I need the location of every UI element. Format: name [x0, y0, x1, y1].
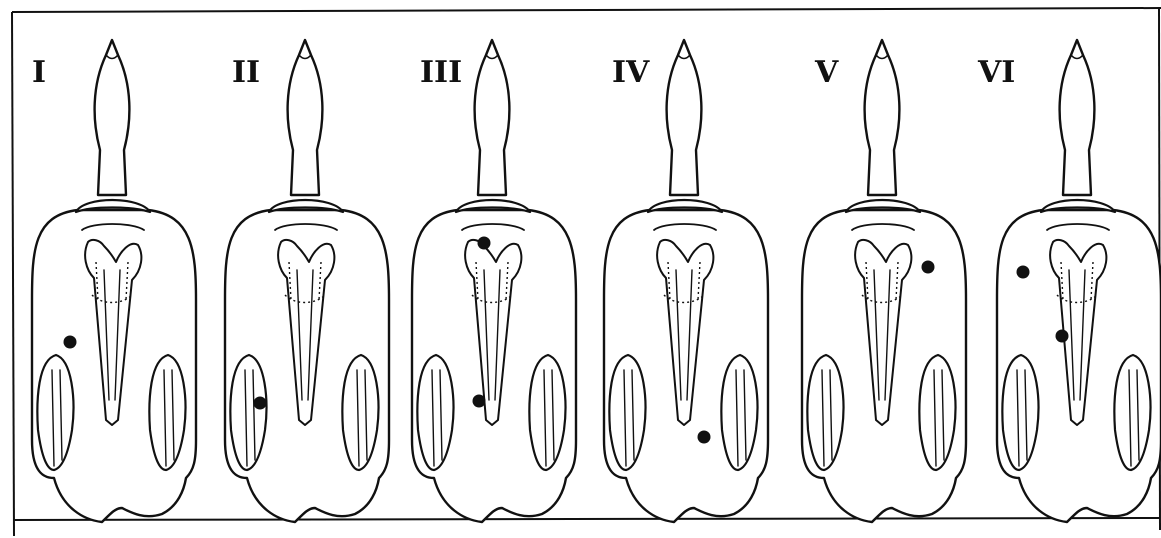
left-border [12, 12, 14, 536]
specimen-panel-6: VIA [977, 39, 1161, 522]
marker-dot [1056, 330, 1069, 343]
panel-numeral: IV [612, 55, 650, 90]
marker-dot [698, 431, 711, 444]
marker-dot [64, 336, 77, 349]
panel-numeral: VI [977, 55, 1015, 90]
marker-dot [473, 395, 486, 408]
marker-dot [254, 397, 267, 410]
panel-numeral: II [232, 55, 260, 90]
top-border [12, 8, 1161, 12]
panel-numeral: I [32, 55, 46, 90]
specimen-panel-1: IA [32, 39, 196, 522]
specimen-panel-2: IIA [225, 39, 389, 522]
specimen-panel-4: IVA [604, 39, 768, 522]
bottom-border [14, 518, 1160, 520]
specimen-panel-3: IIIA [412, 39, 576, 522]
panel-numeral: V [814, 55, 839, 90]
marker-dot [478, 237, 491, 250]
specimen-panel-5: VA [802, 39, 966, 522]
marker-dot [922, 261, 935, 274]
marker-dot [1017, 266, 1030, 279]
panel-numeral: III [420, 55, 462, 90]
